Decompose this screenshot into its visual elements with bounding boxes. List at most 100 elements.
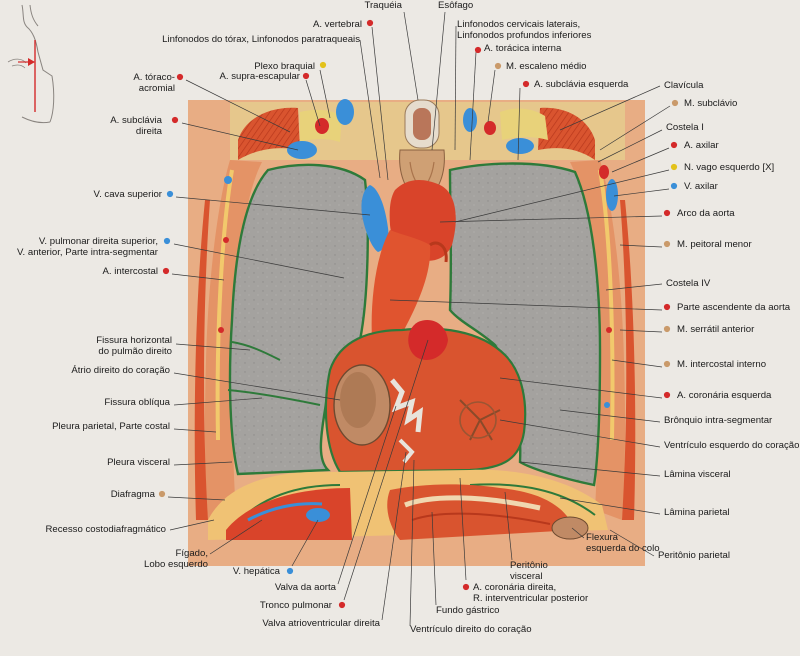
label-toracica_interna: A. torácica interna: [469, 43, 562, 161]
label-text: Pleura parietal, Parte costal: [52, 421, 170, 432]
label-text: A. supra-escapular: [219, 71, 300, 82]
leader-line: [305, 79, 321, 127]
label-text: A. subclávia esquerda: [534, 79, 629, 90]
label-text: M. intercostal interno: [677, 359, 766, 370]
label-subclavia_esq: A. subclávia esquerda: [517, 79, 629, 161]
nerve-dot-icon: [670, 163, 678, 171]
artery-dot-icon: [670, 141, 678, 149]
label-valva_aorta: Valva da aorta: [275, 405, 397, 593]
leader-line: [487, 69, 496, 123]
nerve-dot-icon: [319, 61, 327, 69]
artery-dot-icon: [522, 80, 530, 88]
label-text: Átrio direito do coração: [71, 365, 170, 376]
horizontal-fissure: [231, 341, 281, 361]
leader-line: [167, 496, 226, 501]
leader-line: [173, 243, 345, 279]
label-toraco_acromial: A. tóraco-acromial: [133, 72, 291, 133]
label-text: A. coronária direita,R. interventricular…: [473, 582, 589, 604]
vein-dot-icon: [163, 237, 171, 245]
label-atrio: Átrio direito do coração: [71, 365, 341, 401]
artery-dot-icon: [366, 19, 374, 27]
artery-dot-icon: [663, 303, 671, 311]
artery-dot-icon: [663, 391, 671, 399]
artery-dot-icon: [474, 46, 482, 54]
leader-line: [337, 405, 397, 585]
label-text: Arco da aorta: [677, 208, 735, 219]
oblique-fissure: [227, 389, 321, 406]
leader-line: [185, 79, 291, 133]
leader-line: [559, 497, 661, 515]
leader-line: [371, 26, 389, 181]
leader-line: [291, 519, 319, 567]
leader-line: [599, 105, 671, 151]
label-text: V. cava superior: [94, 189, 163, 200]
leader-line: [611, 147, 670, 173]
leader-line: [619, 244, 663, 248]
label-escaleno: M. escaleno médio: [487, 61, 587, 123]
label-supra_escapular: A. supra-escapular: [219, 71, 321, 127]
label-subclavio: M. subclávio: [599, 98, 737, 151]
label-text: A. intercostal: [103, 266, 158, 277]
label-text: A. tóraco-acromial: [133, 72, 175, 94]
label-axilar_v: V. axilar: [613, 181, 719, 197]
label-pleura_visc: Pleura visceral: [107, 457, 233, 468]
label-text: Parte ascendente da aorta: [677, 302, 791, 313]
leader-line: [431, 11, 446, 151]
left-lung: [448, 162, 602, 487]
label-fundo_gastrico: Fundo gástrico: [431, 511, 499, 616]
label-recesso: Recesso costodiafragmático: [45, 519, 215, 535]
aortic-valve: [390, 378, 424, 433]
label-text: Brônquio intra-segmentar: [664, 415, 773, 426]
artery-dot-icon: [171, 116, 179, 124]
leader-line: [454, 169, 670, 223]
label-text: Valva atrioventricular direita: [262, 618, 380, 629]
leader-line: [169, 519, 215, 531]
label-text: M. subclávio: [684, 98, 737, 109]
label-asc_aorta: Parte ascendente da aorta: [389, 299, 791, 313]
label-text: Fundo gástrico: [436, 605, 499, 616]
superior-vena-cava: [361, 185, 389, 252]
ascending-aorta: [371, 230, 431, 340]
artery-dot-icon: [462, 583, 470, 591]
label-traqueia: Traquéia: [364, 0, 419, 101]
leader-line: [605, 283, 663, 291]
label-text: Fígado,Lobo esquerdo: [144, 548, 208, 570]
leader-line: [181, 122, 299, 151]
label-text: Clavícula: [664, 80, 704, 91]
artery-dot-icon: [162, 267, 170, 275]
label-lamina_par: Lâmina parietal: [559, 497, 730, 518]
label-vago: N. vago esquerdo [X]: [454, 162, 774, 223]
artery-dot-icon: [338, 601, 346, 609]
label-fissura_obl: Fissura oblíqua: [104, 397, 263, 408]
neck-region: [230, 99, 625, 199]
label-valva_av: Valva atrioventricular direita: [262, 451, 407, 629]
label-text: N. vago esquerdo [X]: [684, 162, 774, 173]
label-axilar_a: A. axilar: [611, 140, 719, 173]
label-text: Costela IV: [666, 278, 711, 289]
label-text: A. vertebral: [313, 19, 362, 30]
leader-line: [173, 428, 217, 433]
label-pleura_par: Pleura parietal, Parte costal: [52, 421, 217, 433]
label-text: Costela I: [666, 122, 704, 133]
label-text: Lâmina visceral: [664, 469, 731, 480]
leader-line: [173, 397, 263, 406]
label-text: Traquéia: [364, 0, 402, 11]
leader-line: [597, 129, 663, 163]
lymph-dot-icon: [158, 490, 166, 498]
leader-line: [359, 39, 381, 179]
lymph-dot-icon: [494, 62, 502, 70]
leader-line: [571, 527, 585, 539]
leader-line: [559, 409, 661, 423]
leader-line: [469, 51, 477, 161]
label-ventr_esq: Ventrículo esquerdo do coração: [499, 419, 799, 451]
pulmonary-trunk: [408, 320, 448, 360]
label-text: Plexo braquial: [254, 61, 315, 72]
